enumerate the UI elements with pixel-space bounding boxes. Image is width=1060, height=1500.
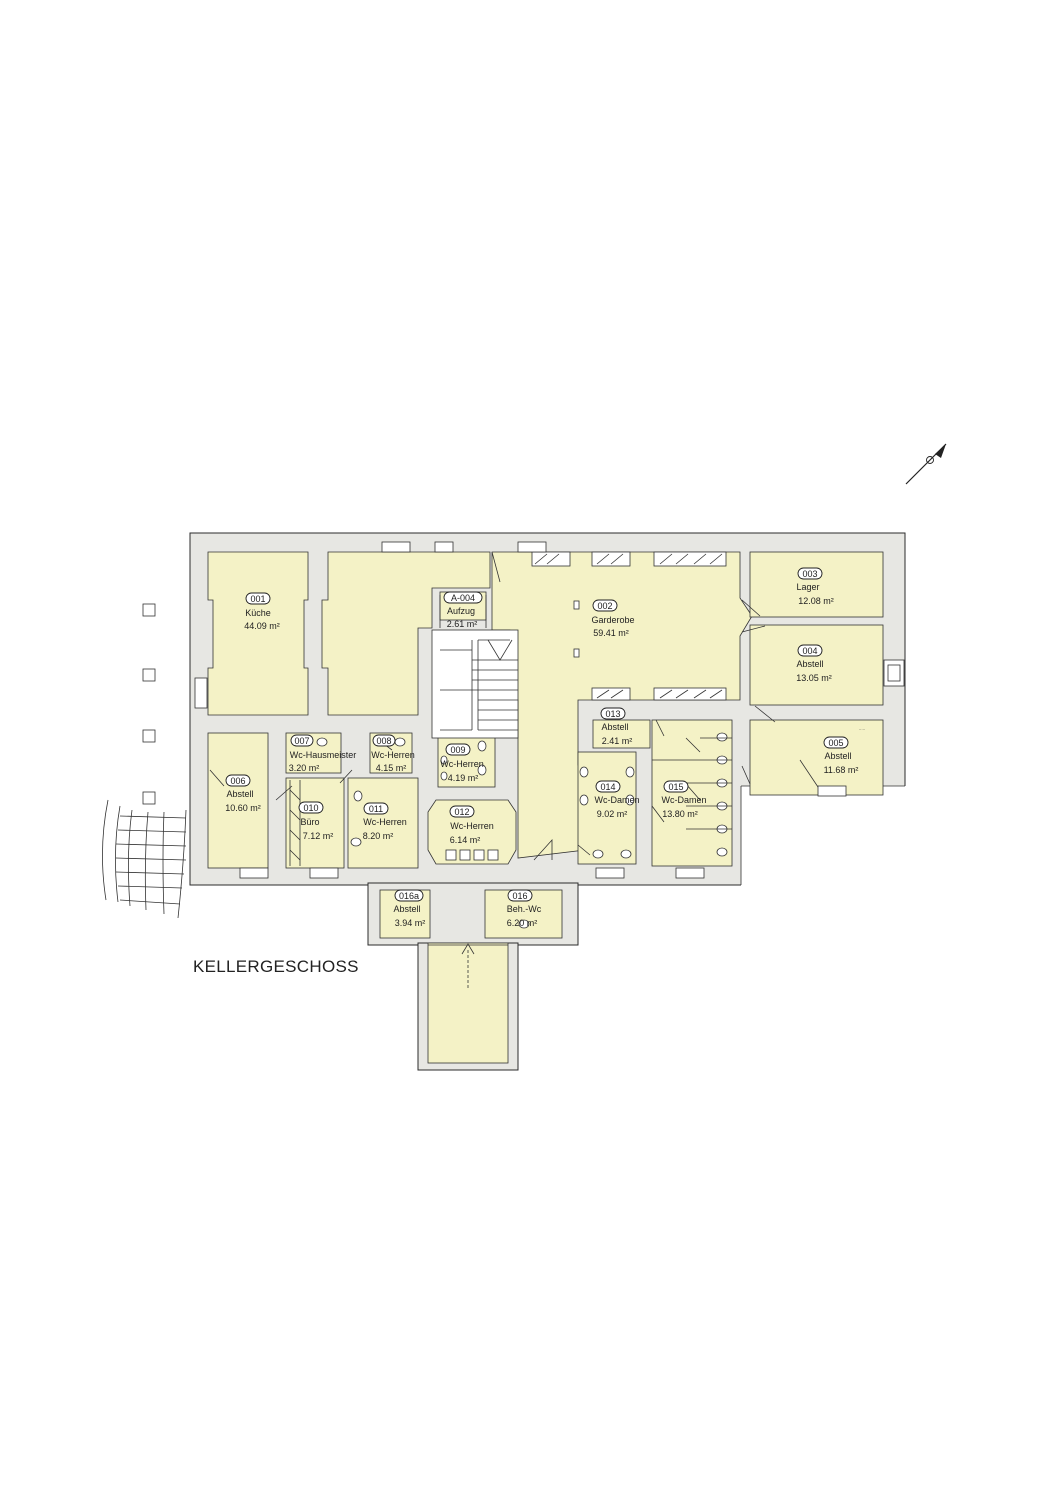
stair-well — [431, 629, 519, 739]
room-001-kueche — [207, 551, 309, 716]
curved-stair — [102, 799, 187, 919]
room-011-area: 8.20 m² — [363, 831, 394, 841]
room-012 — [427, 799, 517, 865]
room-015-name: Wc-Damen — [661, 795, 706, 805]
room-006-area: 10.60 m² — [225, 803, 261, 813]
room-010-name: Büro — [300, 817, 319, 827]
room-008-name: Wc-Herren — [371, 750, 415, 760]
room-012-area: 6.14 m² — [450, 835, 481, 845]
room-005-name: Abstell — [824, 751, 851, 761]
room-010-area: 7.12 m² — [303, 831, 334, 841]
room-016-name: Beh.-Wc — [507, 904, 542, 914]
room-016a-id: 016a — [399, 891, 419, 901]
room-016-id: 016 — [512, 891, 527, 901]
room-013-abstell — [592, 719, 651, 749]
room-016-area: 6.20 m² — [507, 918, 538, 928]
floor-title: KELLERGESCHOSS — [193, 957, 359, 976]
room-007-area: 3.20 m² — [289, 763, 320, 773]
room-016a-area: 3.94 m² — [395, 918, 426, 928]
room-013-name: Abstell — [601, 722, 628, 732]
room-007-name: Wc-Hausmeister — [290, 750, 357, 760]
room-010-id: 010 — [303, 803, 318, 813]
room-005-id: 005 — [828, 738, 843, 748]
room-003-id: 003 — [802, 569, 817, 579]
ramp-arrow — [428, 943, 508, 988]
room-006-id: 006 — [230, 776, 245, 786]
room-a004-area: 2.61 m² — [447, 619, 478, 629]
room-014-area: 9.02 m² — [597, 809, 628, 819]
room-003-area: 12.08 m² — [798, 596, 834, 606]
room-002-id: 002 — [597, 601, 612, 611]
room-015-id: 015 — [668, 782, 683, 792]
room-a004-name: Aufzug — [447, 606, 475, 616]
room-002-area: 59.41 m² — [593, 628, 629, 638]
room-014-name: Wc-Damen — [594, 795, 639, 805]
room-012-name: Wc-Herren — [450, 821, 494, 831]
room-015 — [651, 719, 733, 867]
room-central-west — [321, 551, 491, 716]
room-008-id: 008 — [376, 736, 391, 746]
room-008-area: 4.15 m² — [376, 763, 407, 773]
room-004-abstell — [749, 624, 884, 706]
room-009-name: Wc-Herren — [440, 759, 484, 769]
room-013-area: 2.41 m² — [602, 736, 633, 746]
room-005-abstell — [749, 719, 884, 796]
room-005-area: 11.68 m² — [824, 765, 859, 775]
room-016a-name: Abstell — [393, 904, 420, 914]
room-015-area: 13.80 m² — [662, 809, 698, 819]
room-007-id: 007 — [294, 736, 309, 746]
room-009-area: 4.19 m² — [448, 773, 479, 783]
room-tags: 001 Küche 44.09 m² 002 Garderobe 59.41 m… — [225, 567, 859, 928]
room-001-area: 44.09 m² — [244, 621, 280, 631]
room-a004-id: A-004 — [451, 593, 475, 603]
room-002-name: Garderobe — [591, 615, 634, 625]
room-009-id: 009 — [450, 745, 465, 755]
staircase — [431, 595, 519, 739]
room-011-name: Wc-Herren — [363, 817, 407, 827]
room-003-name: Lager — [796, 582, 819, 592]
room-003-lager — [749, 551, 884, 618]
room-001-id: 001 — [250, 594, 265, 604]
tiny-room-note: ····· — [859, 727, 866, 732]
room-013-id: 013 — [605, 709, 620, 719]
wc-fixtures — [289, 732, 732, 929]
room-006-name: Abstell — [226, 789, 253, 799]
room-004-name: Abstell — [796, 659, 823, 669]
room-006-abstell — [207, 732, 269, 869]
room-012-id: 012 — [454, 807, 469, 817]
rooms — [207, 551, 884, 939]
room-011-id: 011 — [369, 804, 383, 814]
room-001-name: Küche — [245, 608, 271, 618]
room-004-area: 13.05 m² — [796, 673, 832, 683]
room-014-id: 014 — [600, 782, 615, 792]
north-arrow-icon — [905, 443, 947, 485]
light-wells — [142, 541, 905, 879]
coat-racks — [531, 551, 727, 701]
room-010-buero — [285, 777, 345, 869]
room-004-id: 004 — [802, 646, 817, 656]
